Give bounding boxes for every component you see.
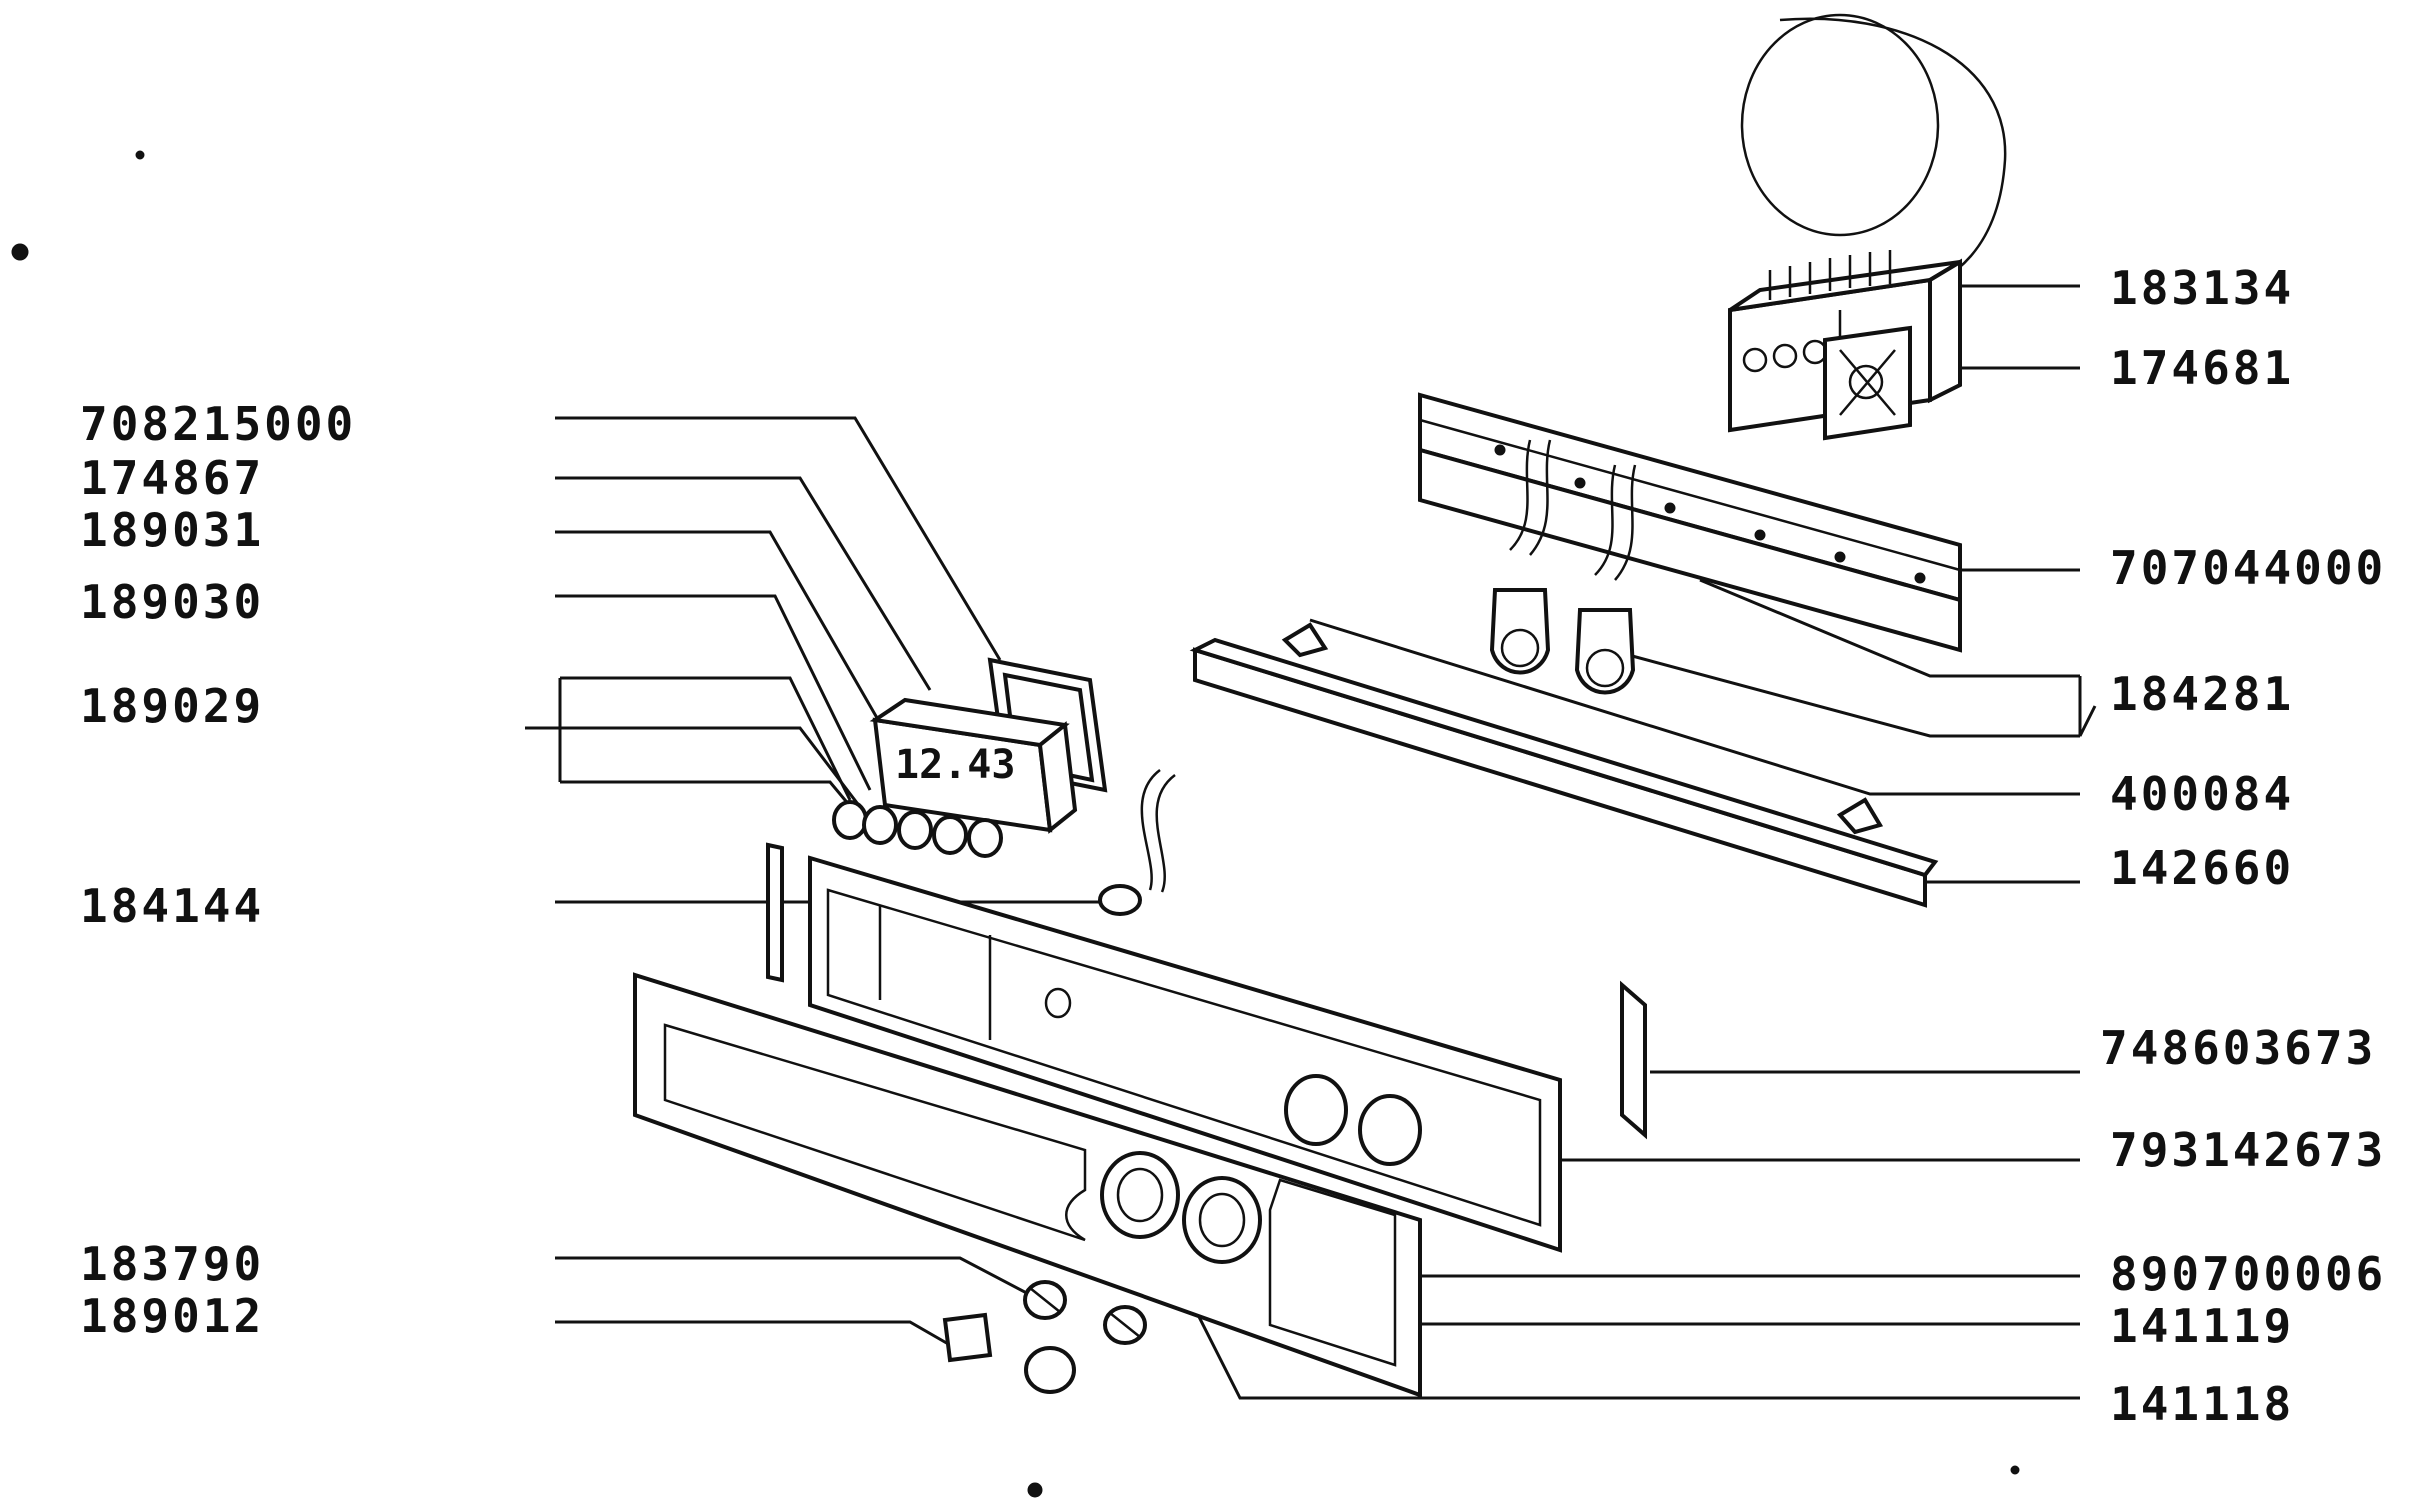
control-panel-793142673 [808,855,1562,1253]
springs-183790 [1023,1280,1147,1345]
control-knob-141118 [1100,1151,1180,1239]
label-793142673: 793142673 [2110,1123,2386,1177]
label-708215000: 708215000 [80,397,356,451]
leader-184281-bracket [2078,676,2097,737]
leader-189029-top [560,676,852,801]
label-183790: 183790 [80,1237,264,1291]
leader-189029-bot [560,780,872,831]
leader-708215000 [555,416,1002,661]
scan-speck [1027,1482,1043,1498]
label-174681: 174681 [2110,341,2294,395]
clock-timer-708215000: 12.43 [869,657,1108,834]
signal-lamp-184144 [1098,769,1176,916]
scan-speck [11,243,29,261]
knob-inserts-189012 [942,1312,1076,1394]
front-fascia-890700006 [633,972,1422,1398]
scan-speck [2010,1465,2020,1475]
label-184281: 184281 [2110,667,2294,721]
label-183134: 183134 [2110,261,2294,315]
scan-speck [135,150,145,160]
leader-189030 [555,594,872,791]
label-748603673: 748603673 [2100,1021,2376,1075]
label-400084: 400084 [2110,767,2294,821]
label-174867: 174867 [80,451,264,505]
side-bracket-748603673 [1620,980,1647,1140]
leader-174867 [555,476,932,691]
leader-189012 [555,1320,951,1347]
label-184144: 184144 [80,879,264,933]
control-knob-141119 [1182,1176,1262,1264]
timer-knobs-189029 [832,800,1003,858]
leader-184281-a [1699,578,2080,678]
support-bar-400084 [1189,622,1939,908]
lamp-holders-184281 [1489,439,1637,695]
label-142660: 142660 [2110,841,2294,895]
clock-display: 12.43 [895,742,1015,788]
label-707044000: 707044000 [2110,541,2386,595]
label-141118: 141118 [2110,1377,2294,1431]
leader-400084 [1309,618,2080,796]
side-bracket-left [766,842,784,983]
leader-184281-b [1609,648,2080,738]
energy-regulator-174681 [1823,325,1912,441]
mounting-rail-707044000 [1418,392,1962,653]
leader-189029-mid [525,726,872,821]
label-189029: 189029 [80,679,264,733]
leader-189031 [555,530,932,811]
label-141119: 141119 [2110,1299,2294,1353]
label-189012: 189012 [80,1289,264,1343]
label-890700006: 890700006 [2110,1247,2386,1301]
label-189030: 189030 [80,575,264,629]
leader-183790 [555,1256,1041,1302]
label-189031: 189031 [80,503,264,557]
